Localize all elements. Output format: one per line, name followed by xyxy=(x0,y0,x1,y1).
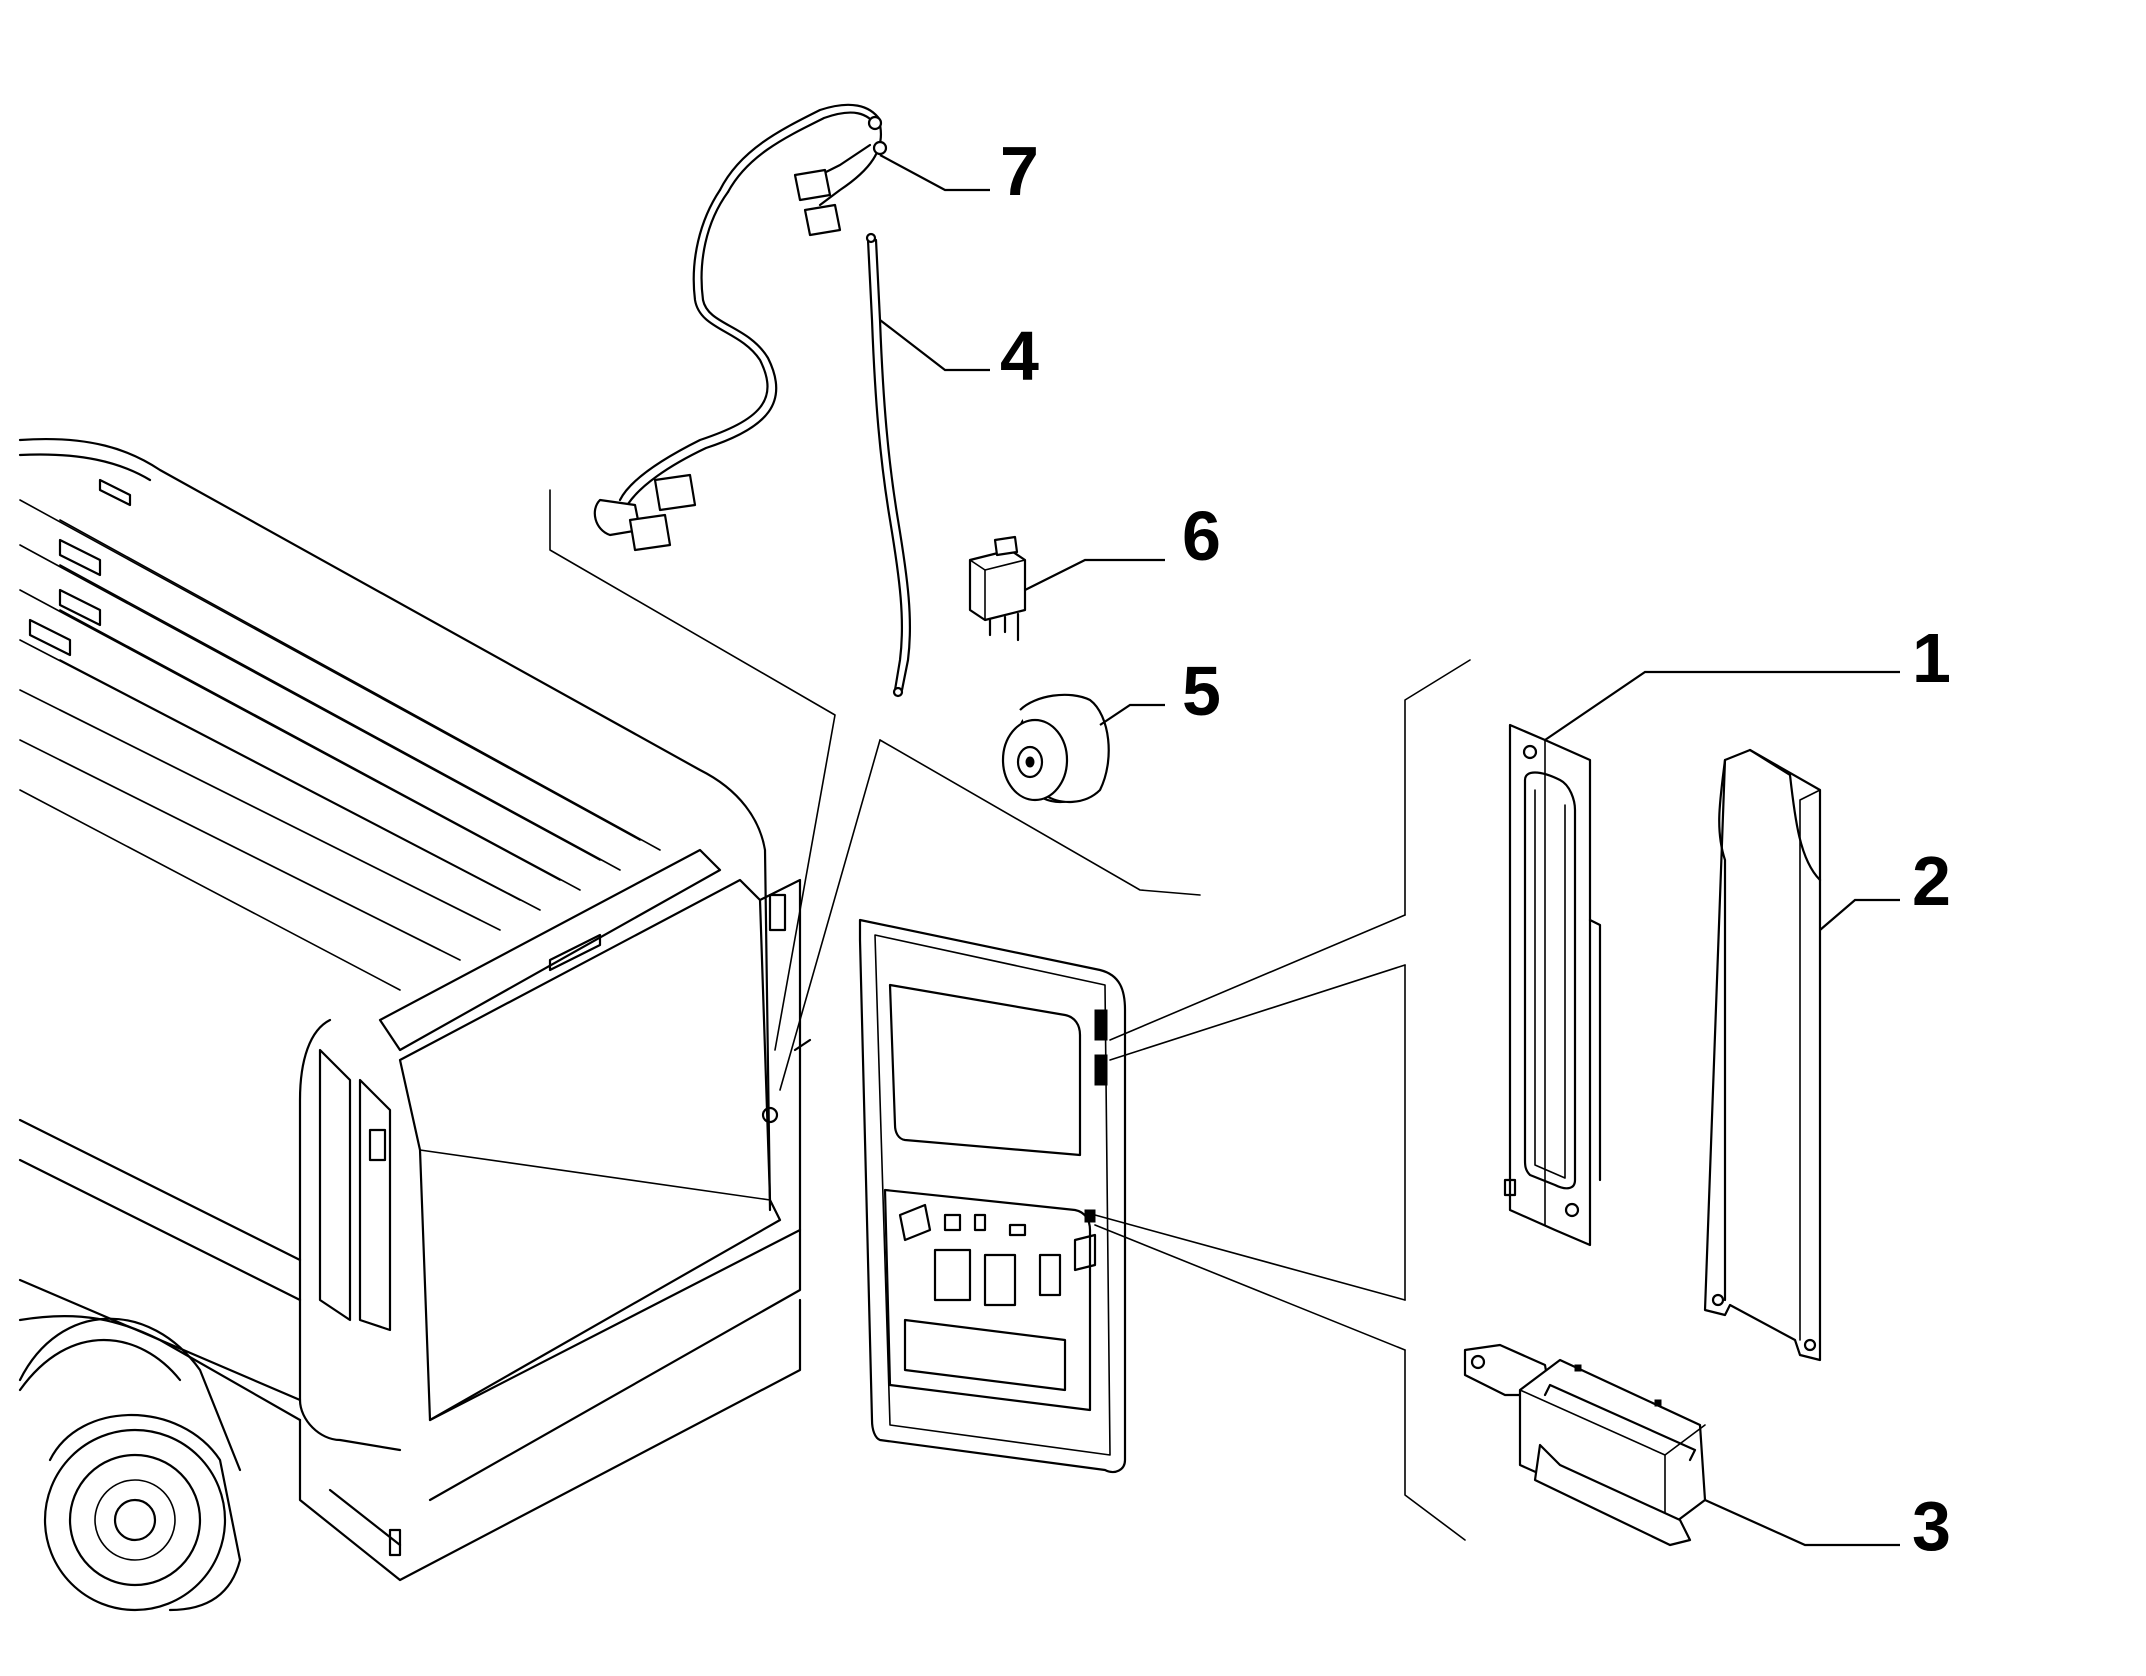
callout-7: 7 xyxy=(1000,132,1039,210)
callout-bracket-lines xyxy=(549,489,1471,1541)
latch-switch-part-3 xyxy=(1463,1343,1707,1547)
buzzer-part-5 xyxy=(1001,693,1110,804)
callout-3: 3 xyxy=(1912,1487,1951,1565)
cable-part-4 xyxy=(865,232,912,698)
callout-labels: 1 2 3 4 5 6 7 xyxy=(1000,132,1951,1565)
callout-4: 4 xyxy=(1000,317,1039,395)
callout-2: 2 xyxy=(1912,842,1951,920)
callout-5: 5 xyxy=(1182,652,1221,730)
rear-door-illustration xyxy=(858,918,1127,1474)
relay-part-6 xyxy=(968,535,1027,642)
wiring-harness-part-7 xyxy=(593,103,888,552)
switch-panel-part-1 xyxy=(1503,723,1602,1247)
cover-part-2 xyxy=(1703,748,1822,1362)
van-illustration xyxy=(18,437,812,1612)
callout-1: 1 xyxy=(1912,619,1951,697)
callout-6: 6 xyxy=(1182,497,1221,575)
leader-lines xyxy=(879,154,1900,1547)
